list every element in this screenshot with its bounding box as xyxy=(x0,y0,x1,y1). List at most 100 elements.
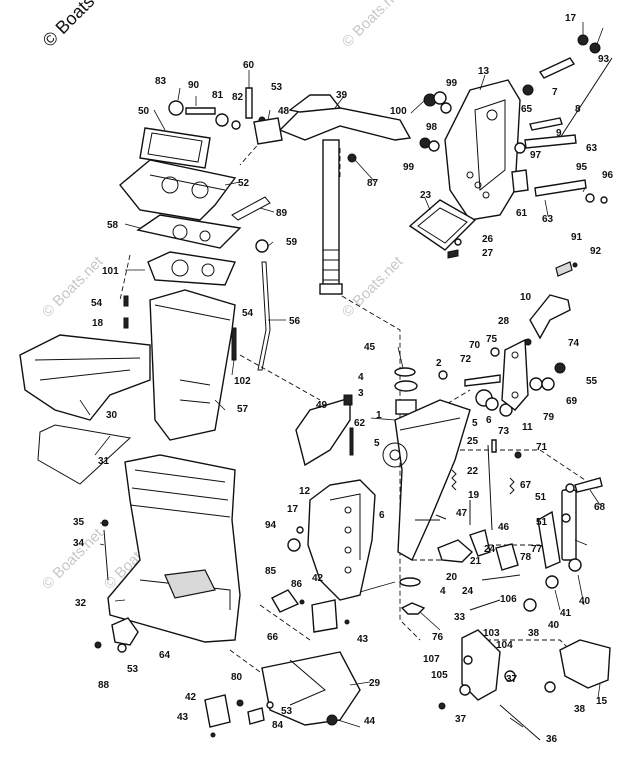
label-46: 46 xyxy=(498,522,510,533)
label-12: 12 xyxy=(299,486,311,497)
label-5: 5 xyxy=(472,418,478,429)
watermark-mid-left: © Boats.net xyxy=(39,253,107,321)
label-83: 83 xyxy=(155,76,167,87)
label-95: 95 xyxy=(576,162,588,173)
steering-arm xyxy=(278,94,412,295)
label-62: 62 xyxy=(354,418,366,429)
label-28: 28 xyxy=(498,316,510,327)
label-37: 37 xyxy=(506,674,518,685)
label-94: 94 xyxy=(265,520,277,531)
label-63: 63 xyxy=(586,143,598,154)
label-52: 52 xyxy=(238,178,250,189)
label-22: 22 xyxy=(467,466,479,477)
label-39: 39 xyxy=(336,90,348,101)
label-23: 23 xyxy=(420,190,432,201)
label-104: 104 xyxy=(496,640,513,651)
label-87: 87 xyxy=(367,178,379,189)
label-58: 58 xyxy=(107,220,119,231)
label-30: 30 xyxy=(106,410,118,421)
label-7: 7 xyxy=(552,87,558,98)
label-53: 53 xyxy=(281,706,293,717)
label-20: 20 xyxy=(446,572,458,583)
label-38: 38 xyxy=(574,704,586,715)
label-70: 70 xyxy=(469,340,481,351)
label-24: 24 xyxy=(462,586,474,597)
label-101: 101 xyxy=(102,266,119,277)
label-27: 27 xyxy=(482,248,494,259)
label-33: 33 xyxy=(454,612,466,623)
stern-bracket xyxy=(271,479,376,633)
label-60: 60 xyxy=(243,60,255,71)
label-34: 34 xyxy=(73,538,85,549)
label-54: 54 xyxy=(242,308,254,319)
label-82: 82 xyxy=(232,92,244,103)
watermark-top-left: © Boats xyxy=(39,0,99,51)
label-85: 85 xyxy=(265,566,277,577)
label-79: 79 xyxy=(543,412,555,423)
label-1: 1 xyxy=(376,410,382,421)
label-51: 51 xyxy=(535,492,547,503)
label-2: 2 xyxy=(436,358,442,369)
watermark-low-left: © Boats.net xyxy=(39,525,107,593)
label-11: 11 xyxy=(522,422,533,433)
label-84: 84 xyxy=(272,720,284,731)
label-17: 17 xyxy=(287,504,299,515)
label-32: 32 xyxy=(75,598,87,609)
label-91: 91 xyxy=(571,232,583,243)
label-76: 76 xyxy=(432,632,444,643)
label-54: 54 xyxy=(91,298,103,309)
label-3: 3 xyxy=(358,388,364,399)
tilt-cylinder xyxy=(438,477,611,741)
parts-upper-left xyxy=(19,87,283,485)
label-106: 106 xyxy=(500,594,517,605)
label-68: 68 xyxy=(594,502,606,513)
label-75: 75 xyxy=(486,334,498,345)
label-53: 53 xyxy=(127,664,139,675)
label-102: 102 xyxy=(234,376,251,387)
label-40: 40 xyxy=(579,596,591,607)
label-107: 107 xyxy=(423,654,440,665)
label-89: 89 xyxy=(276,208,288,219)
label-17: 17 xyxy=(565,13,577,24)
label-31: 31 xyxy=(98,456,110,467)
label-6: 6 xyxy=(486,415,492,426)
label-53: 53 xyxy=(271,82,283,93)
label-37: 37 xyxy=(455,714,467,725)
label-65: 65 xyxy=(521,104,533,115)
label-15: 15 xyxy=(596,696,608,707)
lower-housing xyxy=(94,454,241,653)
label-55: 55 xyxy=(586,376,598,387)
label-96: 96 xyxy=(602,170,614,181)
label-56: 56 xyxy=(289,316,301,327)
label-42: 42 xyxy=(312,573,324,584)
label-103: 103 xyxy=(483,628,500,639)
label-40: 40 xyxy=(548,620,560,631)
label-67: 67 xyxy=(520,480,532,491)
label-86: 86 xyxy=(291,579,303,590)
label-71: 71 xyxy=(536,442,548,453)
label-98: 98 xyxy=(426,122,438,133)
label-66: 66 xyxy=(267,632,279,643)
label-61: 61 xyxy=(516,208,528,219)
label-63: 63 xyxy=(542,214,554,225)
label-77: 77 xyxy=(531,544,543,555)
label-47: 47 xyxy=(456,508,468,519)
label-45: 45 xyxy=(364,342,376,353)
label-99: 99 xyxy=(446,78,458,89)
part-number-labels: 17 93 13 7 60 83 90 81 82 53 39 99 65 8 … xyxy=(73,13,614,745)
parts-bottom xyxy=(204,651,361,738)
assembly-guide-lines xyxy=(119,139,601,681)
label-4: 4 xyxy=(358,372,364,383)
label-48: 48 xyxy=(278,106,290,117)
label-38: 38 xyxy=(528,628,540,639)
label-4: 4 xyxy=(440,586,446,597)
label-42: 42 xyxy=(185,692,197,703)
parts-top xyxy=(347,34,613,340)
label-81: 81 xyxy=(212,90,224,101)
label-35: 35 xyxy=(73,517,85,528)
label-44: 44 xyxy=(364,716,376,727)
label-73: 73 xyxy=(498,426,510,437)
label-36: 36 xyxy=(546,734,558,745)
watermark-mid-center: © Boats.net xyxy=(339,253,407,321)
